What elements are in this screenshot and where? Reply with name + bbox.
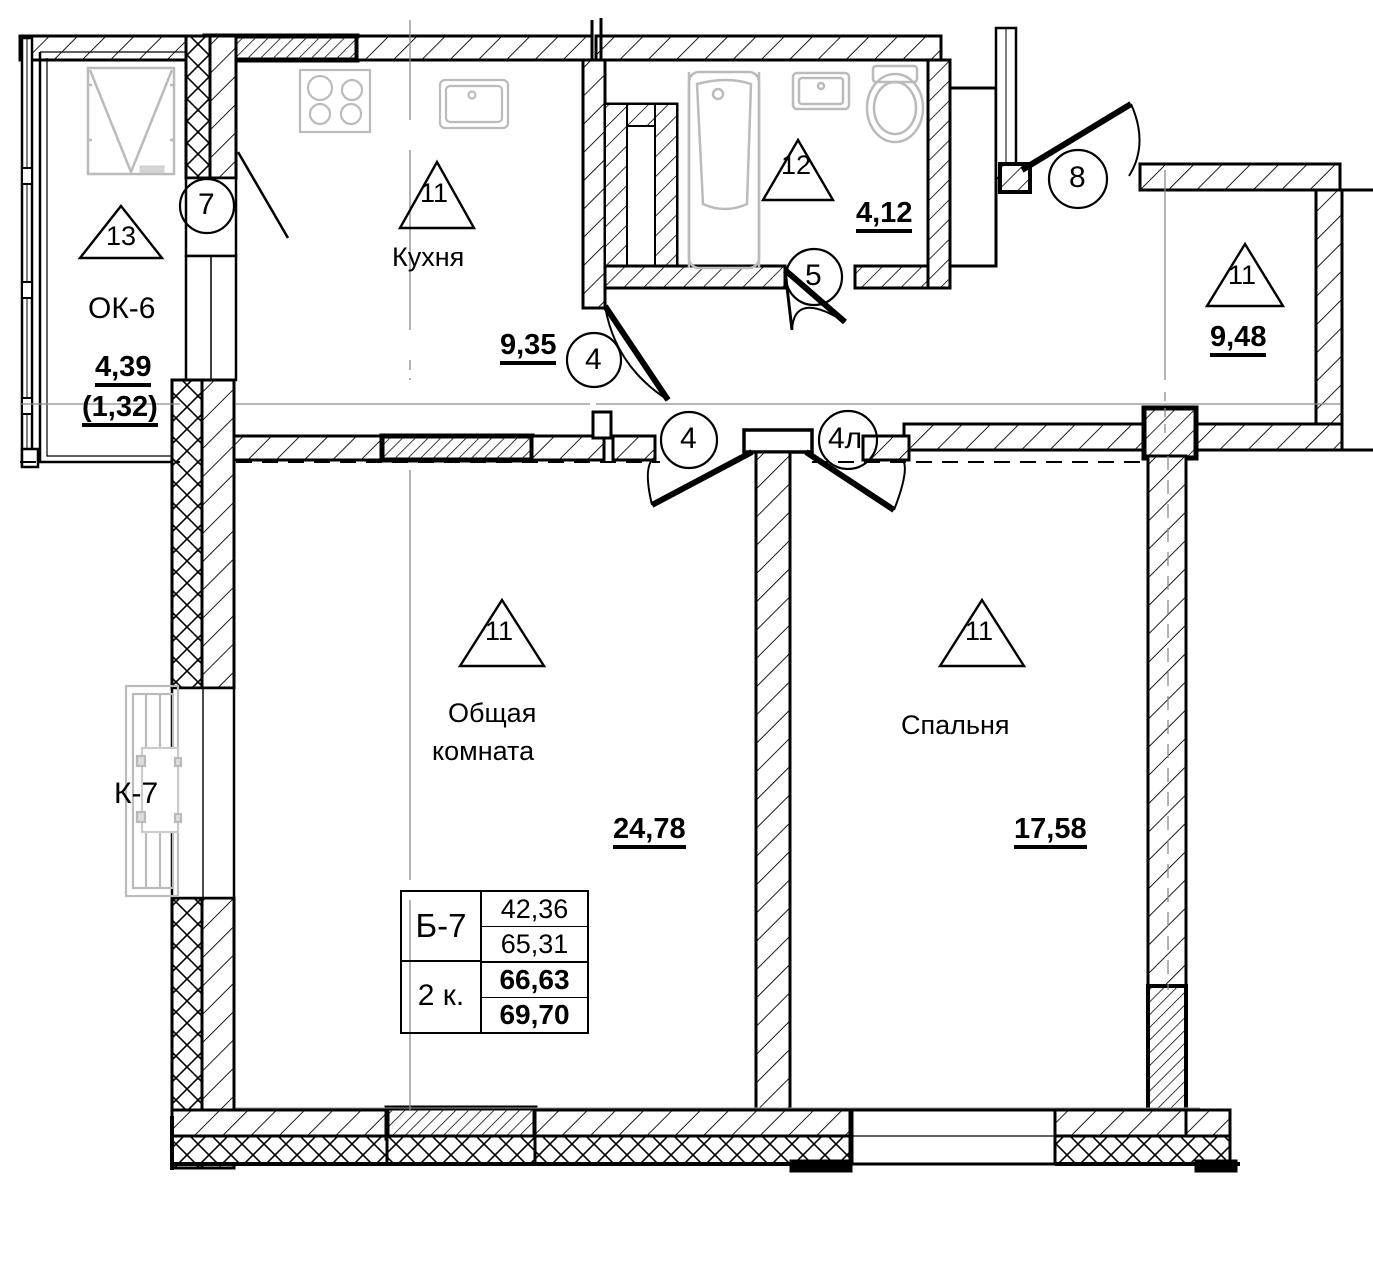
hall-entry-walls	[902, 26, 1373, 461]
bedroom-name: Спальня	[901, 710, 1010, 740]
balcony-area: 4,39	[95, 352, 152, 388]
area-living: 42,36	[500, 893, 569, 924]
balcony-name: ОК-6	[88, 292, 156, 325]
area-total-bold-cell: 66,63	[482, 963, 587, 998]
door-marker-4-living: 4	[680, 422, 697, 455]
area-total-bold: 66,63	[499, 964, 570, 995]
kitchen-furniture	[298, 68, 510, 134]
living-marker-number: 11	[485, 616, 514, 646]
wall-left-main	[170, 378, 236, 1170]
triangle-living	[457, 597, 547, 668]
triangle-bathroom	[760, 137, 836, 202]
door-marker-circles	[178, 148, 1109, 471]
area-with-balcony-cell: 69,70	[482, 998, 587, 1032]
kitchen-area: 9,35	[500, 330, 557, 366]
door-marker-5: 5	[805, 259, 822, 292]
triangle-kitchen	[397, 159, 477, 230]
area-with-balcony: 69,70	[499, 999, 570, 1030]
living-area: 24,78	[613, 814, 686, 850]
closet-k7-tag: К-7	[114, 777, 159, 810]
bathroom-walls	[581, 58, 998, 310]
door-4-kitchen	[602, 304, 671, 402]
bathroom-area: 4,12	[856, 198, 913, 234]
wall-bedroom-right	[1146, 454, 1188, 1146]
wall-bottom-exterior	[170, 1105, 1240, 1173]
balcony-marker-number: 13	[106, 221, 137, 251]
wall-center-partition	[754, 450, 792, 1122]
door-4-living	[646, 449, 754, 508]
bathroom-fixtures	[687, 64, 925, 270]
triangle-hall	[1204, 241, 1286, 308]
apartment-code-cell: Б-7	[402, 892, 480, 962]
area-total-cell: 65,31	[482, 927, 587, 963]
bathroom-marker-number: 12	[781, 150, 812, 180]
door-marker-8: 8	[1069, 161, 1086, 194]
triangle-balcony	[77, 204, 165, 260]
triangle-bedroom	[937, 597, 1027, 668]
hall-marker-number: 11	[1228, 260, 1257, 290]
area-total: 65,31	[500, 928, 569, 959]
hall-area: 9,48	[1210, 322, 1267, 358]
bedroom-area: 17,58	[1014, 814, 1087, 850]
kitchen-name: Кухня	[392, 242, 465, 272]
door-marker-4-kitchen: 4	[585, 343, 602, 376]
axis-lines	[20, 20, 1340, 1110]
door-marker-7: 7	[198, 188, 215, 221]
rooms-count-cell: 2 к.	[402, 962, 480, 1030]
apartment-code: Б-7	[415, 907, 467, 944]
balcony-furniture	[86, 66, 176, 176]
kitchen-marker-number: 11	[420, 178, 449, 208]
apartment-info-box: Б-7 2 к. 42,36 65,31 66,63 69,70	[400, 890, 589, 1034]
wall-top-exterior	[18, 18, 943, 63]
balcony-area-alt: (1,32)	[82, 392, 158, 428]
rooms-count: 2 к.	[417, 979, 465, 1012]
bedroom-marker-number: 11	[965, 616, 994, 646]
closet-k7-furniture	[124, 684, 183, 898]
room-marker-triangles	[77, 137, 1286, 668]
door-marker-4l-bedroom: 4л	[828, 422, 863, 455]
wall-left-upper	[184, 34, 238, 382]
door-7	[236, 151, 290, 239]
area-living-cell: 42,36	[482, 892, 587, 927]
living-name-line2: комната	[432, 736, 535, 766]
living-name-line1: Общая	[448, 698, 537, 728]
